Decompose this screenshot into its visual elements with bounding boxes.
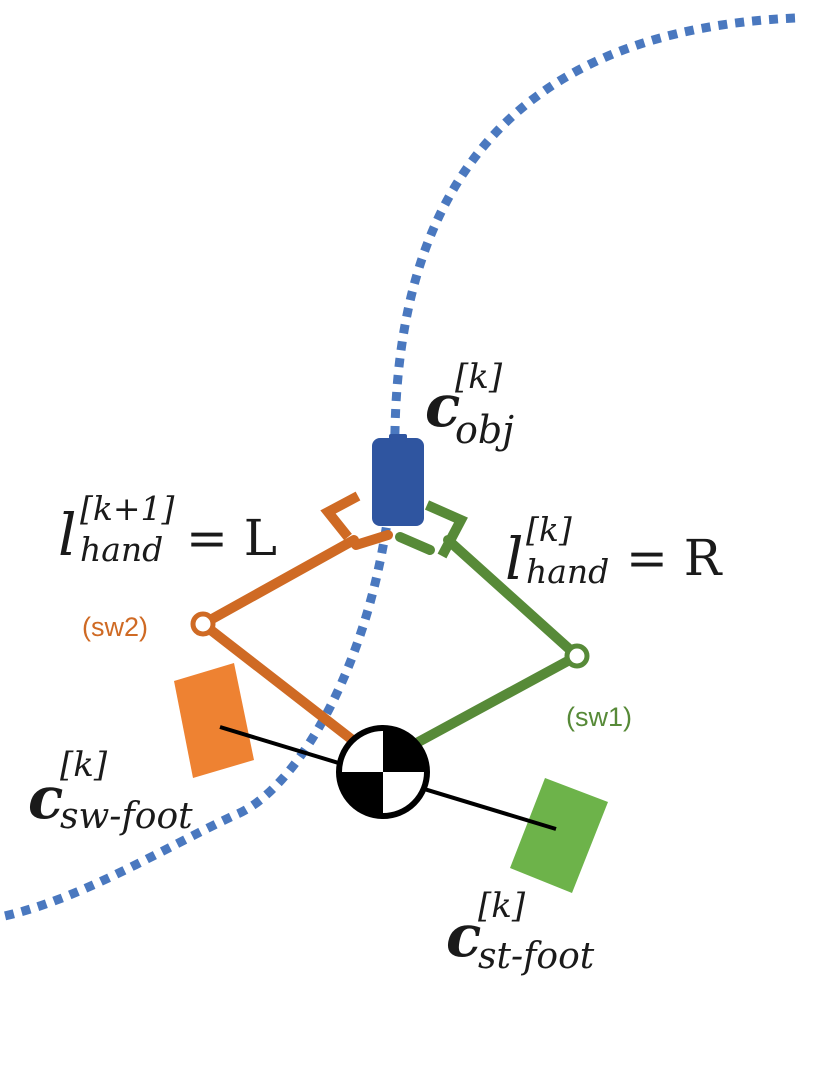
sw-foot-label: c [k] sw-foot [28,745,193,837]
left-elbow-marker [190,611,216,637]
sw-foot-symbol: c [28,764,63,832]
stance-foot-rect [510,778,608,893]
obj-symbol: c [425,372,460,440]
left-hand-rhs: = L [186,509,277,567]
left-hand-superscript: [k+1] [80,489,175,528]
obj-label: c [k] obj [425,357,514,452]
right-hand-label: l [k] hand = R [505,510,723,593]
left-hand-label: l [k+1] hand = L [58,489,277,569]
st-foot-symbol: c [446,902,481,970]
sw-foot-subscript: sw-foot [60,796,193,837]
right-hand-symbol: l [505,525,524,593]
center-of-mass-icon [336,725,430,819]
sw2-label: (sw2) [82,612,148,642]
right-elbow-marker [564,643,590,669]
swing-foot-rect [174,663,254,778]
st-foot-superscript: [k] [478,886,526,926]
right-arm [395,500,582,751]
obj-superscript: [k] [455,357,503,397]
right-hand-rhs: = R [626,529,723,587]
object-tab [389,434,407,442]
sw-foot-superscript: [k] [60,745,108,785]
right-hand-superscript: [k] [526,510,572,549]
st-foot-subscript: st-foot [478,936,595,977]
reach-circle-arc [0,13,796,922]
object-box [372,438,424,526]
left-arm [198,491,393,747]
right-hand-subscript: hand [526,552,609,591]
obj-subscript: obj [455,408,514,452]
st-foot-label: c [k] st-foot [446,886,595,977]
left-hand-subscript: hand [80,530,163,569]
left-hand-symbol: l [58,501,77,569]
sw1-label: (sw1) [566,702,632,732]
